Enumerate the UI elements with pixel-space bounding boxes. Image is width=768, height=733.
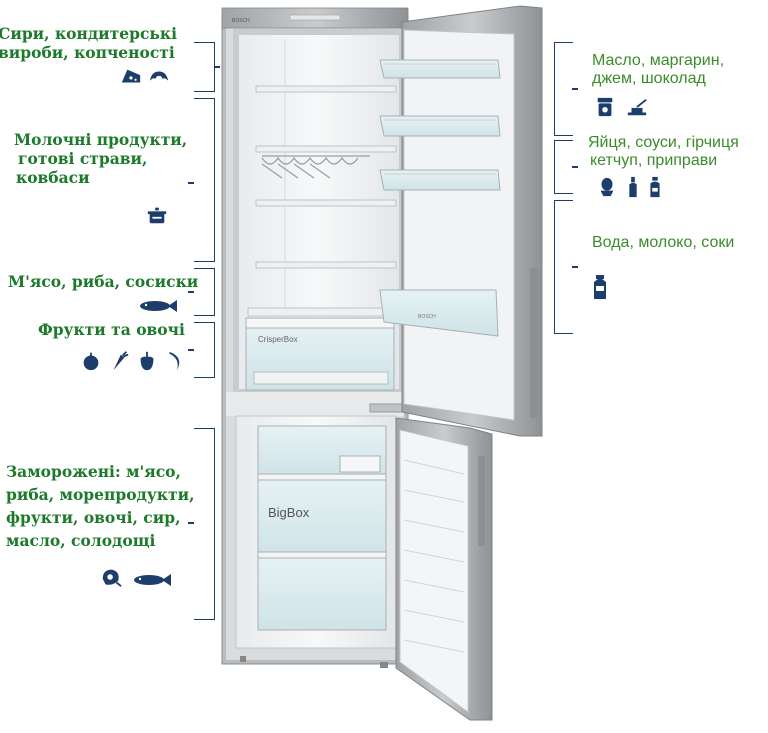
fridge-door: BOSCH xyxy=(379,5,543,437)
brand-label-top: BOSCH xyxy=(232,18,250,24)
bigbox-label: BigBox xyxy=(268,505,310,520)
shelves xyxy=(247,85,399,317)
freezer-door xyxy=(395,417,493,721)
pepper-icon xyxy=(140,351,154,371)
label-dairy: Молочні продукти, готові страви, ковбаси xyxy=(14,130,188,187)
bracket-drinks xyxy=(554,200,573,334)
icons-eggs xyxy=(596,176,662,198)
label-drinks: Вода, молоко, соки xyxy=(592,234,735,251)
icons-fruit xyxy=(80,350,186,372)
freezer-drawers xyxy=(257,425,387,631)
fish-icon xyxy=(134,574,171,586)
crisper-label: CrisperBox xyxy=(258,335,298,344)
ham-icon xyxy=(102,569,122,587)
bracket-tick xyxy=(572,266,578,268)
jam-jar-icon xyxy=(597,97,613,117)
label-frozen: Заморожені: м'ясо, риба, морепродукти, ф… xyxy=(6,462,195,550)
bracket-tick xyxy=(188,349,194,351)
label-cheese: Сири, кондитерські вироби, копченості xyxy=(0,24,178,62)
bracket-tick xyxy=(572,88,578,90)
pot-icon xyxy=(147,207,167,224)
icons-butter xyxy=(594,96,648,118)
bottle-icon xyxy=(629,176,637,198)
bracket-frozen xyxy=(194,428,215,620)
bracket-tick xyxy=(188,522,194,524)
sauce-icon xyxy=(650,176,660,198)
brand-label-door: BOSCH xyxy=(418,314,436,320)
carrot-icon xyxy=(113,351,129,371)
icons-cheese xyxy=(120,66,170,88)
label-meat: М'ясо, риба, сосиски xyxy=(8,272,199,291)
bracket-meat xyxy=(194,268,215,316)
label-butter: Масло, маргарин, джем, шоколад xyxy=(592,52,725,87)
icons-dairy xyxy=(146,204,168,226)
milk-icon xyxy=(594,275,606,299)
apple-icon xyxy=(83,352,99,371)
wine-rack xyxy=(261,155,370,179)
label-eggs: Яйця, соуси, гірчиця кетчуп, приправи xyxy=(588,134,739,169)
bracket-dairy xyxy=(194,98,215,262)
icons-meat xyxy=(138,298,178,314)
bracket-tick xyxy=(214,66,220,68)
bracket-cheese xyxy=(194,42,215,92)
bracket-butter xyxy=(554,42,573,136)
cheese-icon xyxy=(121,69,141,83)
crisper-box: CrisperBox xyxy=(245,317,395,391)
bracket-tick xyxy=(188,291,194,293)
icons-drinks xyxy=(592,274,608,300)
bracket-tick xyxy=(188,182,194,184)
icons-frozen xyxy=(100,566,172,588)
label-fruit: Фрукти та овочі xyxy=(38,320,185,339)
egg-icon xyxy=(600,177,614,197)
bracket-eggs xyxy=(554,140,573,194)
butter-icon xyxy=(627,98,647,116)
fish-icon xyxy=(140,300,177,312)
banana-icon xyxy=(169,351,180,371)
croissant-icon xyxy=(149,71,169,81)
bracket-fruit xyxy=(194,322,215,378)
bracket-tick xyxy=(572,166,578,168)
